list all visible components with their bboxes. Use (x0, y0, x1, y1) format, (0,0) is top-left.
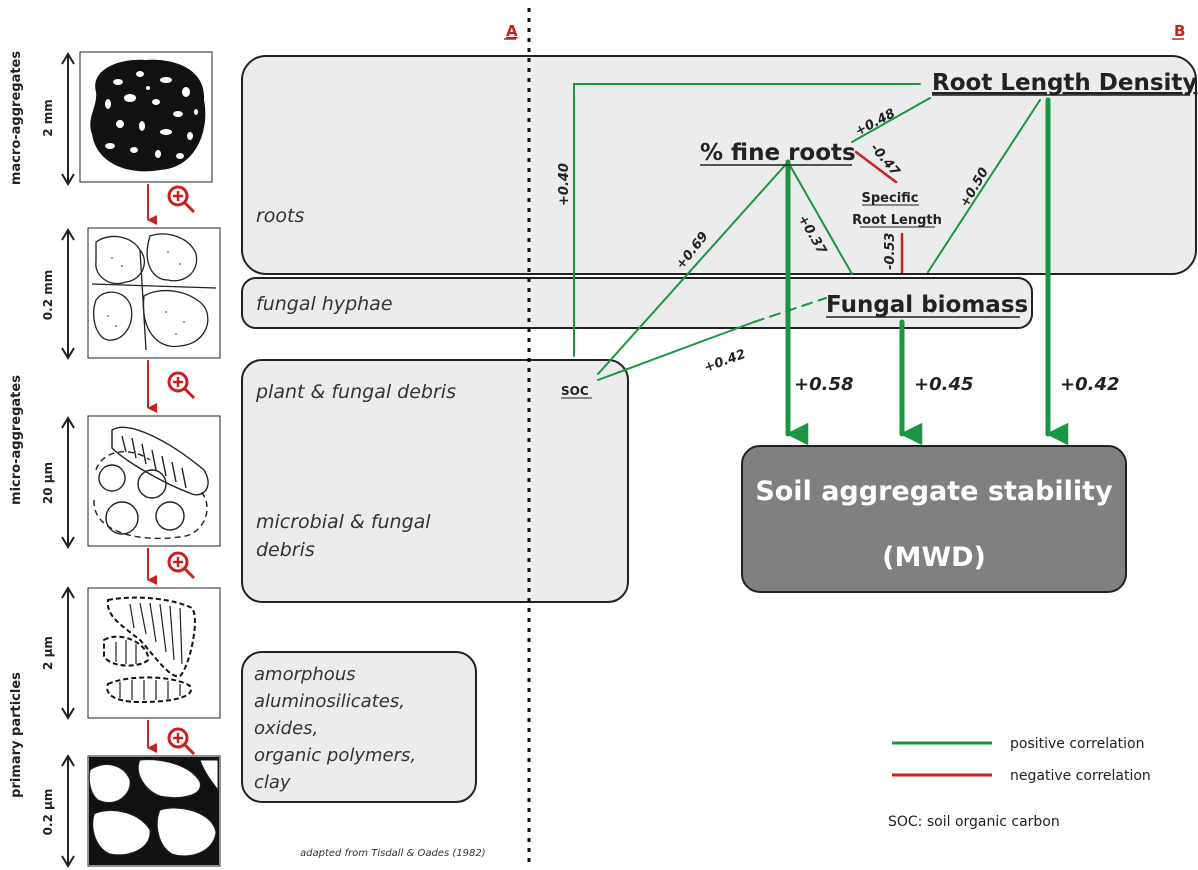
stability-title-2: (MWD) (882, 542, 986, 573)
panel-a-label: A (506, 22, 518, 40)
primary-label-2: aluminosilicates, (254, 691, 405, 712)
legend-soc-note: SOC: soil organic carbon (888, 814, 1060, 830)
link-soc-fungal-solid (597, 321, 755, 381)
fungal-hyphae-box (241, 277, 1033, 329)
magnifier-zoom-icon (167, 185, 196, 756)
node-fungal-biomass: Fungal biomass (826, 292, 1028, 318)
primary-label-5: clay (254, 772, 291, 793)
legend-negative-label: negative correlation (1010, 768, 1151, 784)
primary-particles-box (241, 651, 477, 803)
link-soc-rld (573, 83, 921, 357)
scale-column: macro-aggregates micro-aggregates primar… (9, 51, 221, 868)
debris-aggregate-illustration (87, 415, 221, 547)
microbial-fungal-debris-label-2: debris (256, 539, 315, 561)
fungal-hyphae-label: fungal hyphae (256, 293, 393, 315)
category-micro-aggregates: micro-aggregates (9, 375, 24, 505)
micro-aggregate-illustration (87, 227, 221, 359)
stability-title-1: Soil aggregate stability (755, 476, 1113, 507)
size-label-0-2mm: 0.2 mm (41, 270, 55, 320)
debris-box (241, 359, 629, 603)
node-soc: SOC (561, 384, 589, 398)
category-primary-particles: primary particles (9, 672, 24, 798)
macro-aggregate-illustration (79, 51, 213, 183)
link-fine-soc (597, 161, 789, 375)
node-specific-root-length-1: Specific (862, 191, 919, 206)
size-label-0-2um: 0.2 µm (41, 789, 55, 836)
panel-b-label: B (1174, 22, 1185, 40)
legend: positive correlation negative correlatio… (888, 736, 1151, 830)
coef-srl-fungal: -0.53 (883, 233, 898, 270)
microbial-fungal-debris-label-1: microbial & fungal (256, 511, 431, 533)
coef-fine-stability: +0.58 (794, 374, 854, 395)
coef-soc-fungal: +0.42 (702, 347, 748, 376)
category-macro-aggregates: macro-aggregates (9, 51, 24, 185)
primary-label-3: oxides, (254, 718, 318, 739)
soil-aggregate-stability-box (741, 445, 1127, 593)
primary-particle-illustration (87, 587, 221, 719)
clay-particle-illustration (87, 755, 221, 867)
node-specific-root-length-2: Root Length (852, 213, 942, 228)
size-label-2um: 2 µm (41, 636, 55, 670)
citation: adapted from Tisdall & Oades (1982) (300, 848, 486, 859)
primary-label-1: amorphous (254, 664, 356, 685)
link-fine-rld (851, 97, 931, 143)
node-fine-roots: % fine roots (700, 140, 856, 166)
size-label-2mm: 2 mm (41, 99, 55, 137)
link-fine-fungal (787, 161, 853, 275)
size-label-20um: 20 µm (41, 462, 55, 504)
correlation-lines (573, 83, 1069, 446)
coef-soc-rld: +0.40 (557, 163, 572, 206)
link-rld-fungal (927, 99, 1041, 273)
plant-fungal-debris-label: plant & fungal debris (255, 381, 456, 403)
coef-fungal-stability: +0.45 (914, 374, 974, 395)
primary-label-4: organic polymers, (254, 745, 416, 766)
coef-rld-stability: +0.42 (1060, 374, 1120, 395)
link-fine-srl (854, 150, 898, 184)
node-root-length-density: Root Length Density (932, 70, 1197, 96)
roots-label: roots (256, 205, 305, 227)
legend-positive-label: positive correlation (1010, 736, 1144, 752)
